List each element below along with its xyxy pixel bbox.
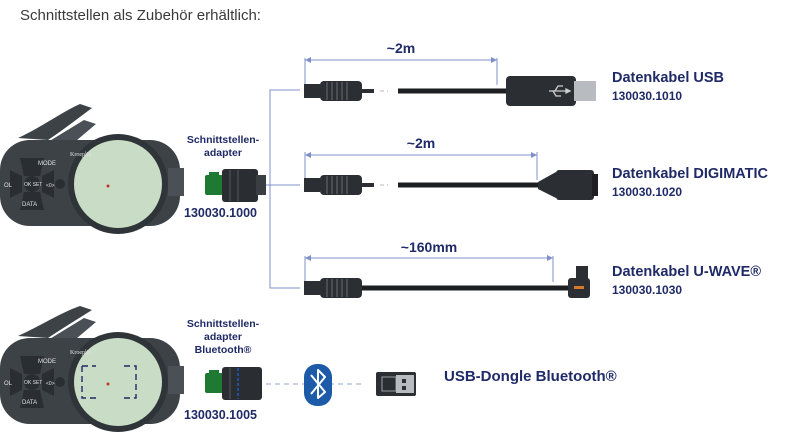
button-zero-label-1: <0> — [46, 183, 55, 189]
dongle-title: USB-Dongle Bluetooth® — [444, 368, 617, 385]
adapter-2-code: 130030.1005 — [184, 408, 257, 422]
connection-lines — [266, 89, 300, 289]
length-label-usb: ~2m — [387, 40, 415, 56]
button-data-label-2: DATA — [22, 400, 37, 406]
button-pad-2 — [10, 356, 54, 408]
adapter-2-label: Schnittstellen- adapter Bluetooth® — [178, 318, 268, 357]
display-screen-2 — [74, 338, 162, 426]
button-data-label-1: DATA — [22, 202, 37, 208]
heading: Schnittstellen als Zubehör erhältlich: — [20, 7, 261, 24]
cable-u-wave — [304, 255, 590, 298]
cable-digimatic-code: 130030.1020 — [612, 185, 683, 199]
caliper-device-2 — [0, 306, 184, 432]
button-pad-1 — [10, 158, 54, 210]
button-ol-label-2: OL — [4, 381, 13, 387]
usb-dongle — [376, 372, 416, 396]
brand-label-2: Kroeplin — [70, 350, 91, 356]
cable-usb — [304, 57, 596, 106]
adapter-2-label-line2: adapter — [204, 331, 242, 343]
adapter-2-label-line1: Schnittstellen- — [186, 318, 260, 330]
cable-u-wave-title: Datenkabel U-WAVE® — [612, 264, 762, 280]
adapter-1-label: Schnittstellen- adapter — [178, 134, 268, 160]
display-screen-1 — [74, 140, 162, 228]
cable-u-wave-code: 130030.1030 — [612, 283, 683, 297]
adapter-1-label-line2: adapter — [204, 147, 242, 159]
button-mode-label-2: MODE — [38, 359, 56, 365]
button-ok-set-label-2: OK SET — [24, 380, 42, 386]
button-mode-label-1: MODE — [38, 161, 56, 167]
length-label-u-wave: ~160mm — [401, 239, 457, 255]
adapter-1-code: 130030.1000 — [184, 206, 257, 220]
cable-usb-code: 130030.1010 — [612, 89, 683, 103]
adapter-connector-2 — [205, 367, 262, 400]
adapter-connector-1 — [205, 169, 266, 202]
caliper-device-1 — [0, 104, 184, 234]
cable-digimatic-title: Datenkabel DIGIMATIC — [612, 166, 769, 182]
button-ol-label-1: OL — [4, 183, 13, 189]
power-icon — [55, 179, 65, 189]
bluetooth-icon — [304, 364, 332, 406]
button-zero-label-2: <0> — [46, 381, 55, 387]
adapter-2-label-line3: Bluetooth® — [194, 344, 252, 356]
button-ok-set-label-1: OK SET — [24, 182, 42, 188]
cable-digimatic — [304, 152, 598, 200]
bluetooth-module-outline — [81, 365, 137, 399]
usb-icon — [549, 85, 572, 97]
adapter-1-label-line1: Schnittstellen- — [186, 134, 260, 146]
cable-usb-title: Datenkabel USB — [612, 70, 725, 86]
brand-label-1: Kroeplin — [70, 152, 91, 158]
length-label-digimatic: ~2m — [407, 135, 435, 151]
